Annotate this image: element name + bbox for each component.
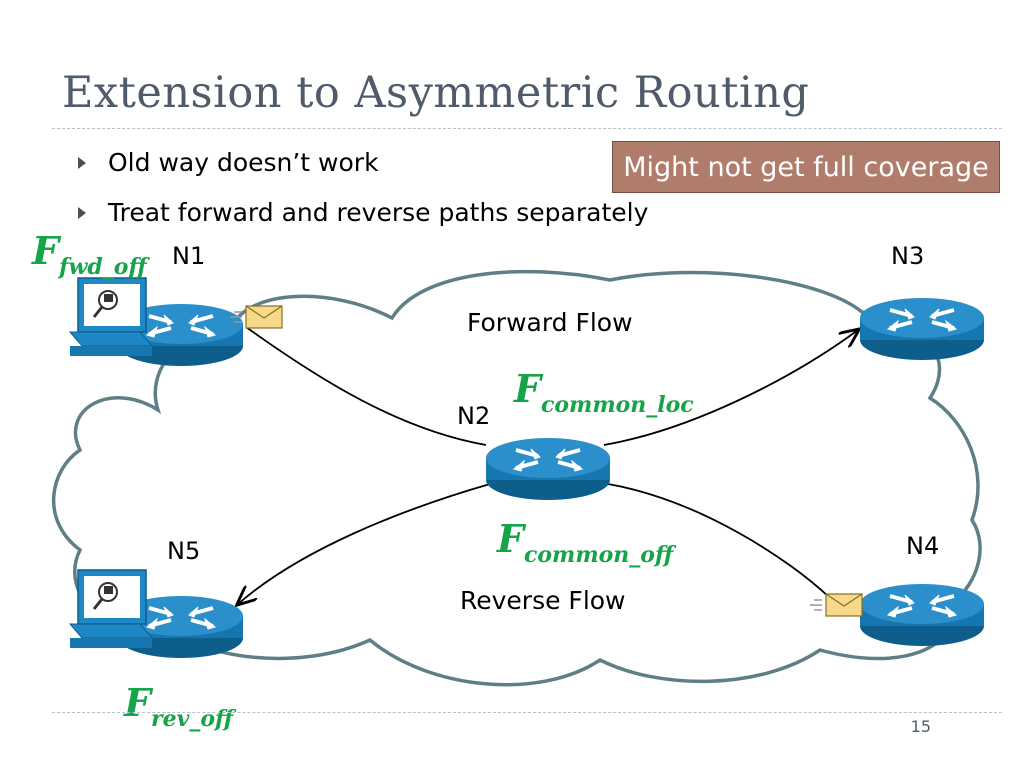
computer-lock-icon <box>68 276 154 358</box>
bullet-item: Old way doesn’t work <box>78 148 379 177</box>
bullet-text: Old way doesn’t work <box>108 148 379 177</box>
slide-title: Extension to Asymmetric Routing <box>62 68 810 118</box>
forward-flow-line-n1-n2 <box>245 326 487 446</box>
reverse-flow-label: Reverse Flow <box>460 586 626 615</box>
router-icon <box>858 296 986 362</box>
computer-lock-icon <box>68 568 154 650</box>
function-label-rev-off: Frev_off <box>124 680 234 732</box>
title-divider <box>52 128 1002 129</box>
reverse-flow-line-n2-n5 <box>238 483 491 604</box>
callout-box: Might not get full coverage <box>612 141 1000 193</box>
node-label-n4: N4 <box>906 532 940 560</box>
envelope-icon <box>809 593 863 617</box>
router-icon <box>484 436 612 502</box>
function-label-common-off: Fcommon_off <box>497 516 674 568</box>
forward-flow-line-n2-n3 <box>603 330 858 446</box>
node-label-n2: N2 <box>457 402 491 430</box>
footer-divider <box>52 712 1002 713</box>
bullet-arrow-icon <box>78 156 86 169</box>
node-label-n1: N1 <box>172 242 206 270</box>
node-label-n5: N5 <box>167 537 201 565</box>
page-number: 15 <box>910 717 931 736</box>
node-label-n3: N3 <box>891 242 925 270</box>
bullet-text: Treat forward and reverse paths separate… <box>108 198 649 227</box>
reverse-flow-line-n4-n2 <box>607 483 831 599</box>
function-label-fwd-off: Ffwd_off <box>32 228 147 280</box>
network-cloud <box>52 269 982 687</box>
router-icon <box>858 582 986 648</box>
bullet-arrow-icon <box>78 206 86 219</box>
function-label-common-loc: Fcommon_loc <box>514 366 694 418</box>
bullet-item: Treat forward and reverse paths separate… <box>78 198 648 227</box>
forward-flow-label: Forward Flow <box>467 308 633 337</box>
